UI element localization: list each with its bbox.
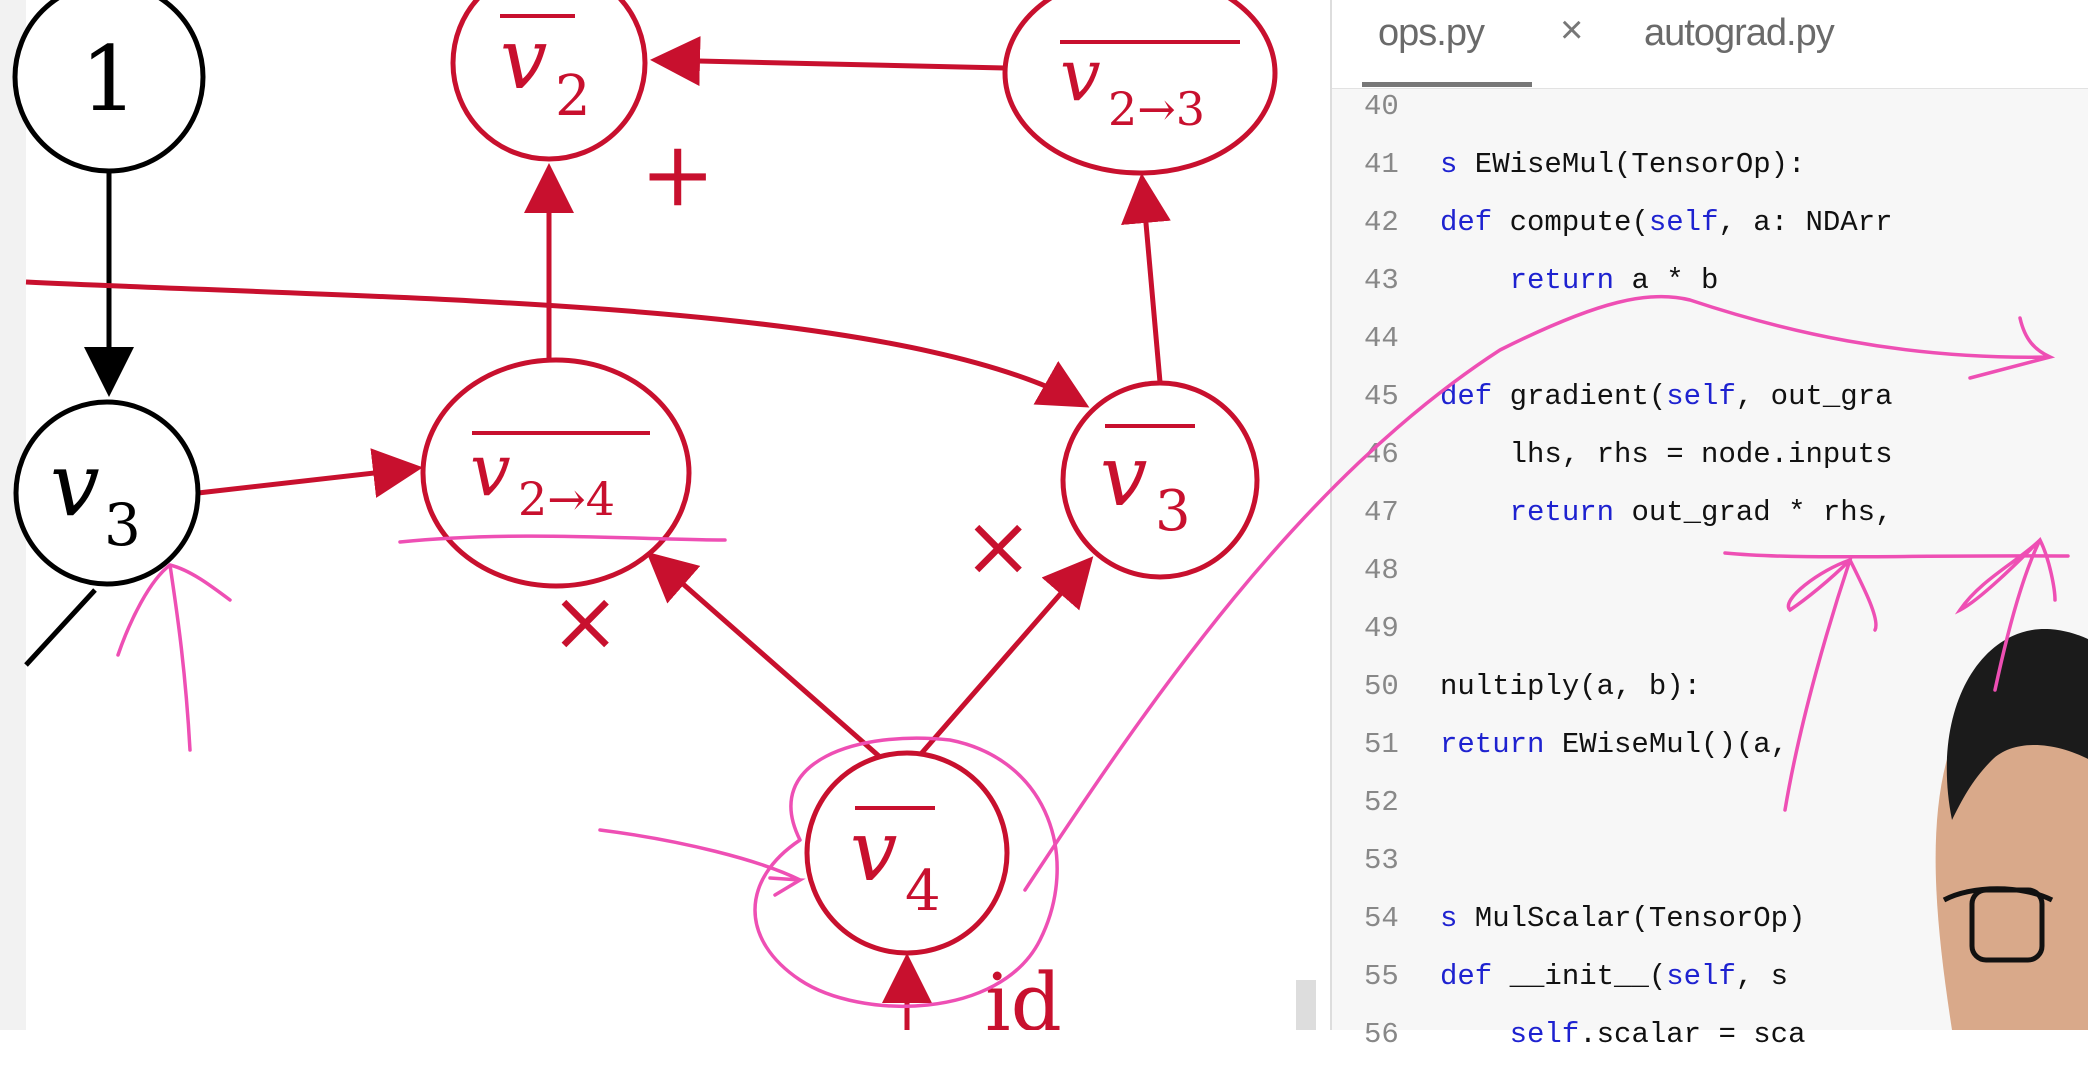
edge-curve-to-v3bar [25, 279, 1090, 408]
tab-ops-py[interactable]: ops.py [1378, 12, 1485, 54]
presenter-webcam [1935, 628, 2088, 1030]
code-token: EWiseMul(TensorOp): [1457, 148, 1806, 181]
lecture-slide: 1 v 3 v 2 v 2→3 v 2→4 v 3 [0, 0, 1316, 1030]
line-number: 55 [1364, 960, 1399, 993]
computational-graph-diagram: 1 v 3 v 2 v 2→3 v 2→4 v 3 [12, 0, 1278, 1030]
slide-scrollbar[interactable] [1296, 980, 1316, 1030]
edge-v3-to-v24 [197, 448, 423, 498]
code-keyword: return [1509, 264, 1615, 297]
code-keyword: self [1648, 206, 1719, 239]
svg-text:2→4: 2→4 [518, 472, 615, 526]
code-text: def __init__(self, s [1440, 960, 1788, 993]
op-plus: + [640, 122, 715, 227]
code-token: , s [1735, 960, 1789, 993]
edge-v3-down [24, 588, 97, 667]
line-number: 43 [1364, 264, 1399, 297]
active-tab-indicator [1362, 82, 1532, 87]
code-editor: ops.py × autograd.py 40 41 s EWiseMul(Tens… [1330, 0, 2088, 1051]
node-one: 1 [12, 0, 206, 174]
editor-tab-bar: ops.py × autograd.py [1332, 0, 2088, 89]
svg-text:v: v [50, 433, 100, 536]
svg-text:v: v [850, 802, 897, 900]
op-times-right: × [963, 497, 1033, 595]
svg-text:v: v [470, 428, 511, 512]
op-id: id [985, 956, 1062, 1030]
svg-text:1: 1 [80, 27, 137, 132]
line-number: 54 [1364, 902, 1399, 935]
edge-v3bar-to-v23 [1121, 173, 1171, 383]
svg-text:v: v [1060, 33, 1101, 117]
line-number: 41 [1364, 148, 1399, 181]
code-text: s EWiseMul(TensorOp): [1440, 148, 1805, 181]
edge-v23-to-v2 [650, 36, 1006, 87]
node-v2to3-bar: v 2→3 [1002, 0, 1278, 176]
code-keyword: def [1440, 206, 1493, 239]
code-token: a * b [1614, 264, 1719, 297]
code-keyword: def [1440, 960, 1493, 993]
node-v3-bar: v 3 [1060, 380, 1260, 580]
close-icon[interactable]: × [1560, 8, 1583, 52]
code-keyword: s [1440, 148, 1458, 181]
code-token: , a: NDArr [1718, 206, 1893, 239]
node-v3: v 3 [13, 399, 201, 587]
svg-text:2: 2 [555, 64, 591, 129]
svg-text:3: 3 [1155, 479, 1191, 544]
node-v4-bar: v 4 [804, 750, 1010, 956]
code-text: s MulScalar(TensorOp) [1440, 902, 1805, 935]
node-v2-bar: v 2 [450, 0, 648, 162]
code-token: compute( [1492, 206, 1649, 239]
svg-text:v: v [500, 10, 547, 108]
svg-text:3: 3 [104, 491, 141, 559]
code-keyword: s [1440, 902, 1458, 935]
code-keyword: self [1666, 960, 1736, 993]
code-text: return a * b [1440, 264, 1719, 297]
svg-text:4: 4 [905, 859, 941, 924]
op-times-left: × [550, 572, 620, 670]
code-text: def compute(self, a: NDArr [1440, 206, 1893, 239]
edge-v4-to-v24 [646, 551, 882, 759]
node-v2to4-bar: v 2→4 [420, 357, 692, 589]
svg-text:v: v [1100, 427, 1147, 525]
code-token: MulScalar(TensorOp) [1457, 902, 1806, 935]
tab-autograd-py[interactable]: autograd.py [1644, 12, 1835, 54]
code-token: __init__( [1492, 960, 1667, 993]
svg-text:2→3: 2→3 [1108, 82, 1205, 136]
line-number: 42 [1364, 206, 1399, 239]
webcam-overlay [1935, 628, 2088, 1030]
line-number: 40 [1364, 90, 1399, 123]
